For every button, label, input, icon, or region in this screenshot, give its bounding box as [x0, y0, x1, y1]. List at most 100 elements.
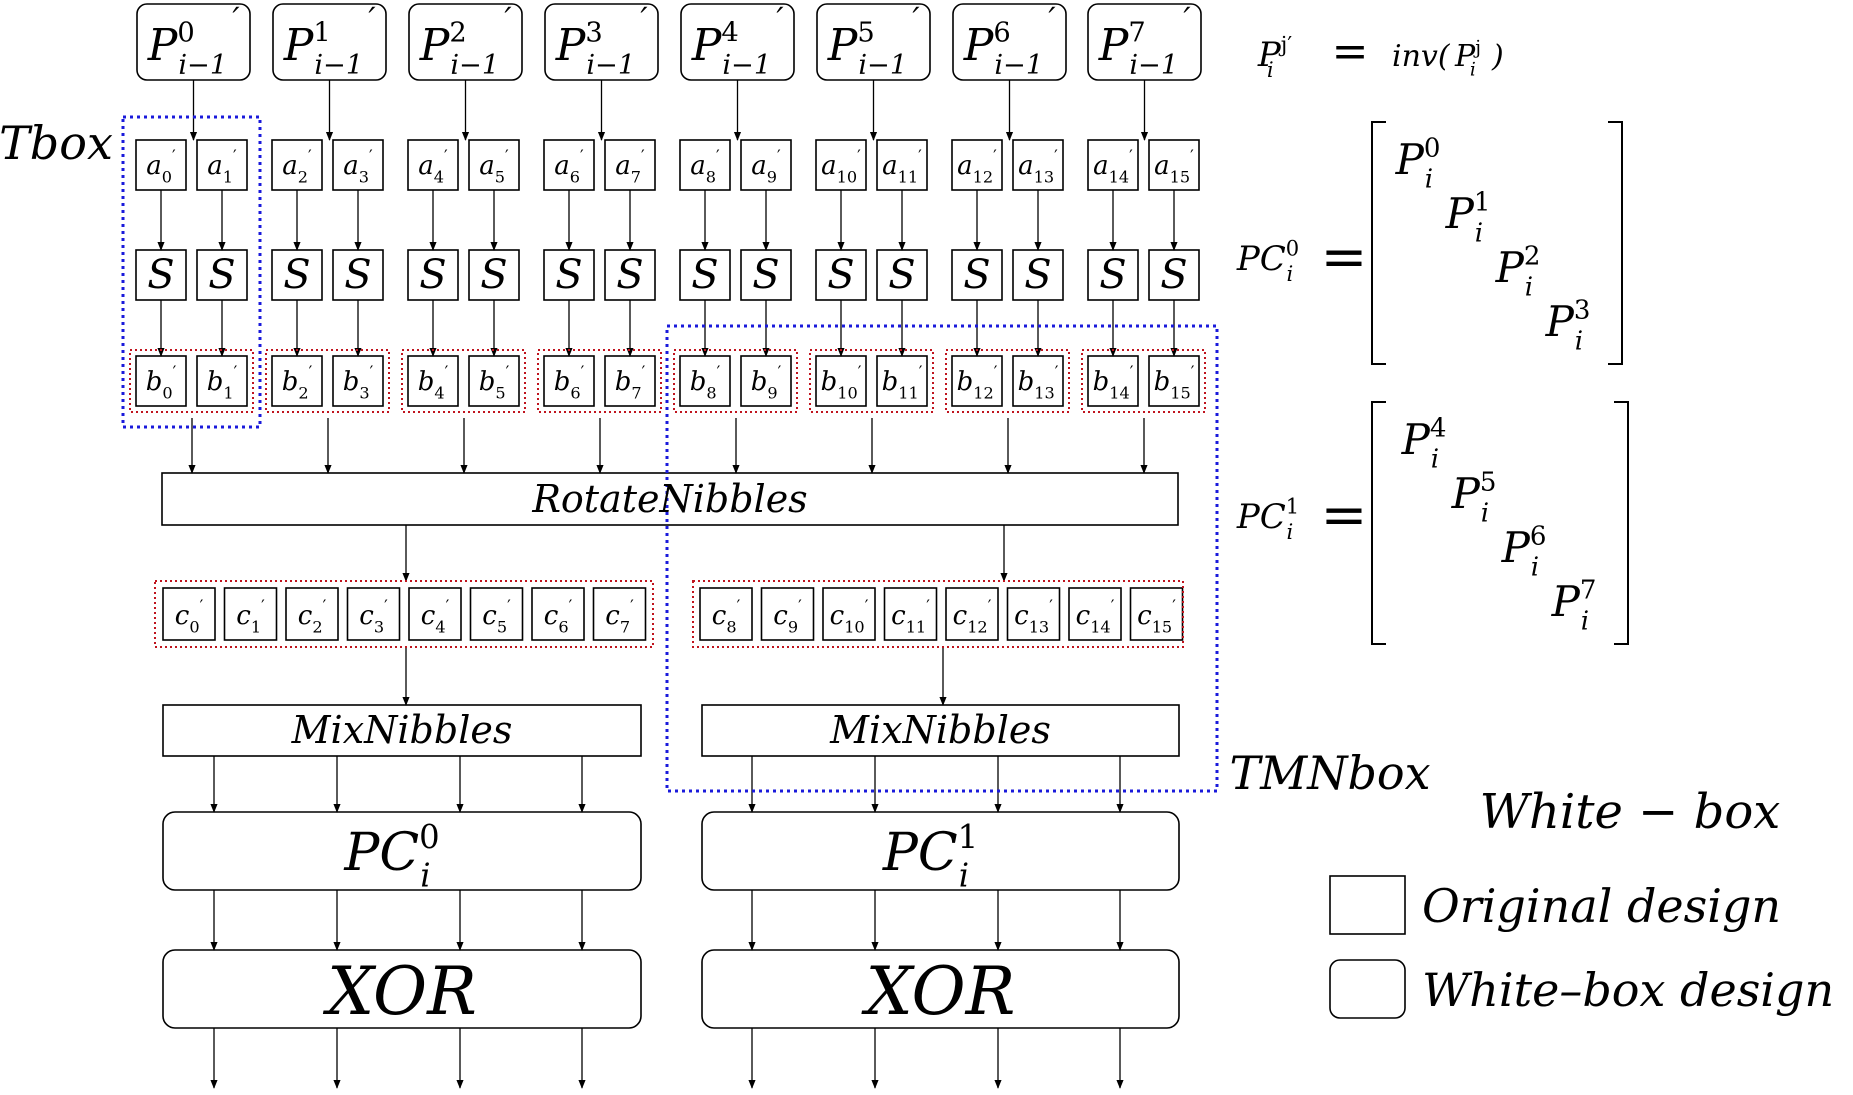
s-box-14 [1087, 249, 1139, 301]
s-box-label-1: S [208, 252, 235, 298]
b-cell-1 [196, 355, 248, 407]
p-input-prime-0: ′ [232, 0, 240, 38]
mix-nibbles-label-1: MixNibbles [829, 708, 1051, 752]
c-cell-2 [285, 587, 339, 641]
matrix-bracket-right-0 [1608, 121, 1623, 365]
legend-swatch-0 [1329, 875, 1406, 935]
a-cell-label-6: a6′ [554, 146, 584, 186]
b-cell-label-9: b9′ [751, 362, 782, 402]
a-cell-label-14: a14′ [1093, 146, 1133, 186]
a-cell-14 [1087, 139, 1139, 191]
formula-lhs: Pj′i [1257, 32, 1292, 82]
b-cell-3 [332, 355, 384, 407]
p-input-prime-2: ′ [504, 0, 512, 38]
c-group-left [154, 580, 654, 648]
a-cell-7 [604, 139, 656, 191]
s-box-4 [407, 249, 459, 301]
c-cell-label-3: c3′ [359, 596, 388, 636]
s-box-label-6: S [555, 252, 582, 298]
b-cell-7 [604, 355, 656, 407]
c-cell-1 [223, 587, 278, 641]
p-input-box-2 [408, 3, 523, 81]
b-cell-0 [135, 355, 187, 407]
formula-equals: = [1332, 26, 1369, 77]
tbox-outline [121, 115, 262, 429]
s-box-label-12: S [963, 252, 990, 298]
a-cell-15 [1148, 139, 1200, 191]
legend-swatch-1 [1329, 959, 1406, 1019]
rotate-nibbles-label: RotateNibbles [531, 477, 807, 521]
s-box-label-8: S [691, 252, 718, 298]
s-box-label-9: S [752, 252, 779, 298]
c-cell-label-1: c1′ [236, 596, 265, 636]
c-cell-label-7: c7′ [605, 596, 634, 636]
a-cell-label-9: a9′ [751, 146, 781, 186]
legend-title: White − box [1480, 784, 1781, 840]
c-cell-13 [1006, 587, 1061, 641]
p-input-prime-6: ′ [1048, 0, 1056, 38]
b-cell-13 [1012, 355, 1064, 407]
b-cell-label-8: b8′ [690, 362, 721, 402]
s-box-label-7: S [616, 252, 643, 298]
s-box-10 [815, 249, 867, 301]
c-cell-8 [699, 587, 753, 641]
s-box-15 [1148, 249, 1200, 301]
s-box-label-5: S [480, 252, 507, 298]
p-input-box-1 [272, 3, 387, 81]
s-box-0 [135, 249, 187, 301]
c-cell-label-0: c0′ [175, 596, 204, 636]
c-cell-label-6: c6′ [544, 596, 573, 636]
b-cell-label-14: b14′ [1093, 362, 1134, 402]
s-box-7 [604, 249, 656, 301]
p-input-prime-7: ′ [1183, 0, 1191, 38]
b-pair-group-5 [809, 349, 934, 413]
s-box-12 [951, 249, 1003, 301]
matrix-equals-1: = [1321, 483, 1368, 548]
b-cell-label-3: b3′ [343, 362, 374, 402]
s-box-label-11: S [888, 252, 915, 298]
c-cell-label-5: c5′ [482, 596, 511, 636]
b-cell-4 [407, 355, 459, 407]
b-cell-label-10: b10′ [821, 362, 862, 402]
c-cell-12 [945, 587, 999, 641]
s-box-label-13: S [1024, 252, 1051, 298]
b-cell-11 [876, 355, 928, 407]
b-cell-label-7: b7′ [615, 362, 646, 402]
b-cell-label-4: b4′ [418, 362, 449, 402]
s-box-8 [679, 249, 731, 301]
s-box-2 [271, 249, 323, 301]
c-cell-label-2: c2′ [298, 596, 327, 636]
s-box-1 [196, 249, 248, 301]
b-pair-group-0 [129, 349, 254, 413]
xor-box-0 [162, 949, 642, 1029]
p-input-box-0 [136, 3, 251, 81]
a-cell-label-0: a0′ [146, 146, 176, 186]
a-cell-label-15: a15′ [1154, 146, 1194, 186]
a-cell-11 [876, 139, 928, 191]
c-cell-label-14: c14′ [1076, 596, 1115, 636]
c-cell-11 [883, 587, 938, 641]
pc-box-1 [701, 811, 1180, 891]
b-cell-2 [271, 355, 323, 407]
a-cell-label-3: a3′ [343, 146, 373, 186]
b-pair-group-4 [673, 349, 798, 413]
tbox-label: Tbox [0, 116, 113, 170]
mix-nibbles-box-0 [162, 704, 642, 757]
b-pair-group-1 [265, 349, 390, 413]
xor-box-label-1: XOR [861, 953, 1016, 1030]
b-cell-label-2: b2′ [282, 362, 313, 402]
formula-func: inv( [1392, 39, 1451, 74]
c-cell-label-15: c15′ [1137, 596, 1176, 636]
c-cell-4 [408, 587, 462, 641]
xor-box-label-0: XOR [322, 953, 477, 1030]
b-cell-14 [1087, 355, 1139, 407]
